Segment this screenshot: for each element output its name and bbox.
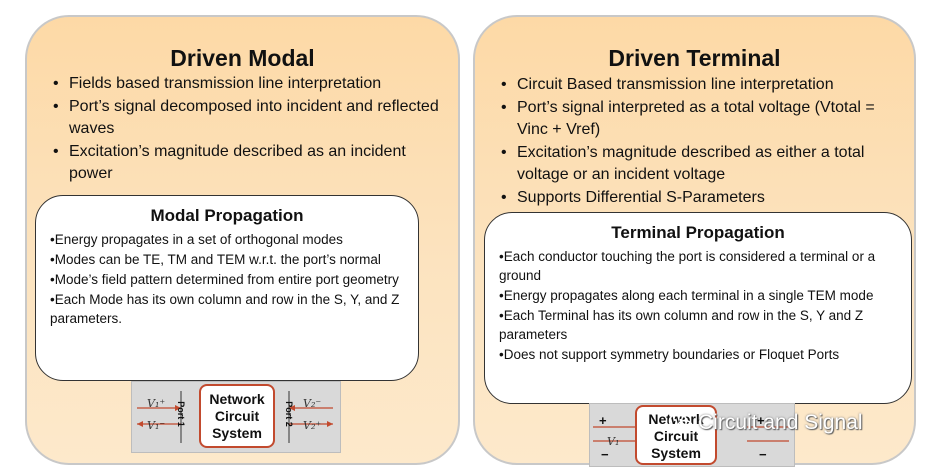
driven-modal-panel: Driven Modal Fields based transmission l… <box>25 15 460 465</box>
list-item: Energy propagates in a set of orthogonal… <box>50 230 406 249</box>
incident-wave-symbol: V₁⁺ <box>147 397 166 410</box>
port-2-label: Port 2 <box>283 401 294 427</box>
port-1-label: Port 1 <box>175 401 186 427</box>
network-line: Network <box>209 391 265 407</box>
network-circuit-box: Network Circuit System <box>199 384 275 448</box>
bullet-item: Fields based transmission line interpret… <box>53 73 448 95</box>
bullet-item: Port’s signal interpreted as a total vol… <box>501 97 901 141</box>
svg-text:−: − <box>759 447 767 462</box>
modal-propagation-list: Energy propagates in a set of orthogonal… <box>36 230 418 328</box>
list-item: Each Mode has its own column and row in … <box>50 290 406 328</box>
terminal-propagation-list: Each conductor touching the port is cons… <box>485 247 911 364</box>
driven-modal-title: Driven Modal <box>170 45 315 71</box>
list-item: Energy propagates along each terminal in… <box>499 286 899 305</box>
list-item: Does not support symmetry boundaries or … <box>499 345 899 364</box>
bullet-item: Supports Differential S-Parameters <box>501 187 901 209</box>
bullet-item: Circuit Based transmission line interpre… <box>501 74 901 96</box>
incident-wave-symbol: V₂⁻ <box>303 397 322 410</box>
driven-terminal-bullets: Circuit Based transmission line interpre… <box>501 74 901 210</box>
circuit-line: Circuit <box>214 408 260 424</box>
watermark-text: Circuit and Signal <box>698 411 863 434</box>
watermark: Circuit and Signal <box>668 408 918 438</box>
svg-text:+: + <box>757 413 765 428</box>
wechat-icon <box>668 413 693 433</box>
system-line: System <box>651 445 701 461</box>
wave-arrows-icon <box>137 391 333 443</box>
modal-propagation-box: Modal Propagation Energy propagates in a… <box>35 195 419 381</box>
modal-network-diagram: V₁⁺ V₁⁻ V₂⁻ V₂⁺ Port 1 Port 2 Network Ci… <box>131 381 341 453</box>
system-line: System <box>212 425 262 441</box>
bullet-item: Excitation’s magnitude described as eith… <box>501 142 901 186</box>
list-item: Each Terminal has its own column and row… <box>499 306 899 344</box>
modal-propagation-title: Modal Propagation <box>150 206 304 225</box>
driven-terminal-title: Driven Terminal <box>608 45 781 71</box>
reflected-wave-symbol: V₁⁻ <box>147 419 166 432</box>
svg-text:V₁: V₁ <box>607 435 619 448</box>
list-item: Each conductor touching the port is cons… <box>499 247 899 285</box>
driven-terminal-panel: Driven Terminal Circuit Based transmissi… <box>473 15 916 467</box>
terminal-lines-icon: + − V₁ + − <box>593 413 789 462</box>
bullet-item: Excitation’s magnitude described as an i… <box>53 141 448 185</box>
reflected-wave-symbol: V₂⁺ <box>303 419 322 432</box>
svg-text:−: − <box>601 447 609 462</box>
list-item: Mode’s field pattern determined from ent… <box>50 270 406 289</box>
terminal-network-diagram: + − V₁ + − Network Circuit System <box>589 403 795 467</box>
bullet-item: Port’s signal decomposed into incident a… <box>53 96 448 140</box>
svg-text:+: + <box>599 413 607 428</box>
driven-modal-bullets: Fields based transmission line interpret… <box>53 73 448 186</box>
terminal-propagation-box: Terminal Propagation Each conductor touc… <box>484 212 912 404</box>
list-item: Modes can be TE, TM and TEM w.r.t. the p… <box>50 250 406 269</box>
terminal-propagation-title: Terminal Propagation <box>611 223 785 242</box>
